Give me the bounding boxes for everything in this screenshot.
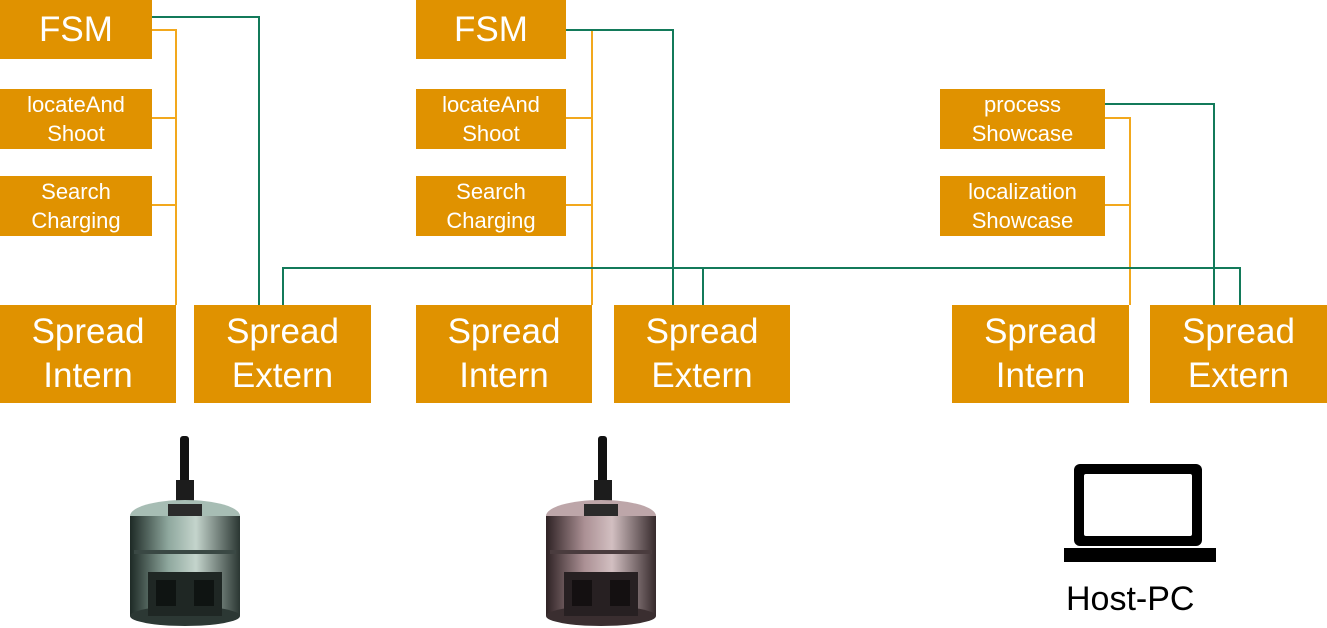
- spread-label-line2: Intern: [43, 356, 133, 395]
- module-label-line2: Charging: [31, 208, 121, 233]
- spread-label-line1: Spread: [645, 312, 759, 351]
- module-label-line1: localization: [968, 179, 1077, 204]
- spread-label-line1: Spread: [984, 312, 1097, 351]
- spread-extern-box-robot2: Spread Extern: [614, 305, 790, 403]
- fsm-box-robot2: FSM: [416, 0, 566, 59]
- extern-link-host: [1105, 103, 1215, 305]
- extern-link-robot1: [152, 16, 260, 305]
- spread-label-line2: Extern: [651, 356, 753, 395]
- module-label-line2: Charging: [446, 208, 536, 233]
- module-box-process-showcase: process Showcase: [940, 89, 1105, 149]
- fsm-box-robot1: FSM: [0, 0, 152, 59]
- extern-bus: [282, 267, 1241, 305]
- module-label-line2: Shoot: [47, 121, 105, 146]
- module-label-line1: Search: [456, 179, 526, 204]
- host-pc-label: Host-PC: [1066, 580, 1195, 618]
- module-label-line1: process: [983, 92, 1062, 117]
- module-box-locate-and-shoot-robot2: locateAnd Shoot: [416, 89, 566, 149]
- module-box-localization-showcase: localization Showcase: [940, 176, 1105, 236]
- module-label-line2: Showcase: [971, 121, 1074, 146]
- spread-label-line2: Extern: [1187, 356, 1290, 395]
- extern-link-robot2: [566, 29, 674, 305]
- intern-link-robot1: [152, 29, 177, 305]
- spread-label-line2: Extern: [231, 356, 334, 395]
- laptop-icon: [1064, 464, 1216, 562]
- module-box-search-charging-robot1: Search Charging: [0, 176, 152, 236]
- spread-label-line2: Intern: [459, 356, 549, 395]
- fsm-label: FSM: [39, 9, 113, 49]
- module-label-line1: Search: [41, 179, 111, 204]
- spread-label-line1: Spread: [447, 312, 561, 351]
- spread-extern-box-host: Spread Extern: [1150, 305, 1327, 403]
- intern-link-host: [1105, 117, 1131, 305]
- module-label-line2: Showcase: [971, 208, 1074, 233]
- spread-label-line2: Intern: [995, 356, 1086, 395]
- spread-label-line1: Spread: [31, 312, 145, 351]
- intern-link-robot2: [566, 29, 593, 305]
- robot-icon: [546, 436, 656, 626]
- fsm-label: FSM: [454, 9, 528, 49]
- spread-label-line1: Spread: [1182, 312, 1295, 351]
- spread-intern-box-host: Spread Intern: [952, 305, 1129, 403]
- spread-extern-box-robot1: Spread Extern: [194, 305, 371, 403]
- module-box-search-charging-robot2: Search Charging: [416, 176, 566, 236]
- module-label-line2: Shoot: [462, 121, 520, 146]
- spread-intern-box-robot2: Spread Intern: [416, 305, 592, 403]
- module-label-line1: locateAnd: [442, 92, 540, 117]
- spread-label-line1: Spread: [226, 312, 339, 351]
- module-box-locate-and-shoot-robot1: locateAnd Shoot: [0, 89, 152, 149]
- module-label-line1: locateAnd: [27, 92, 125, 117]
- robot-icon: [130, 436, 240, 626]
- spread-intern-box-robot1: Spread Intern: [0, 305, 176, 403]
